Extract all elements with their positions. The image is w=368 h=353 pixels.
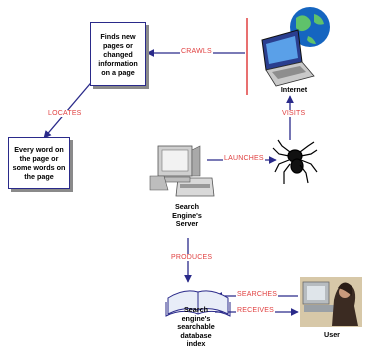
edge-label-locates: LOCATES	[47, 110, 83, 117]
finds-new-pages-box: Finds new pages or changed information o…	[90, 22, 146, 86]
edge-label-crawls: CRAWLS	[180, 48, 213, 55]
open-book-icon	[165, 290, 231, 317]
internet-caption: Internet	[280, 85, 308, 94]
user-caption: User	[324, 330, 340, 339]
spider-icon	[272, 139, 318, 184]
edge-label-searches: SEARCHES	[236, 291, 279, 298]
edge-label-receives: RECEIVES	[236, 307, 275, 314]
laptop-globe-icon	[261, 7, 330, 87]
edge-label-visits: VISITS	[281, 110, 307, 117]
arrow-locates	[43, 77, 96, 139]
user-photo-icon	[300, 277, 362, 327]
server-caption: Search Engine's Server	[172, 202, 202, 228]
server-computer-icon	[149, 145, 215, 197]
every-word-box: Every word on the page or some words on …	[8, 137, 70, 189]
index-caption: Search engine's searchable database inde…	[177, 305, 215, 348]
edge-label-launches: LAUNCHES	[223, 155, 265, 162]
edge-label-produces: PRODUCES	[170, 254, 214, 261]
